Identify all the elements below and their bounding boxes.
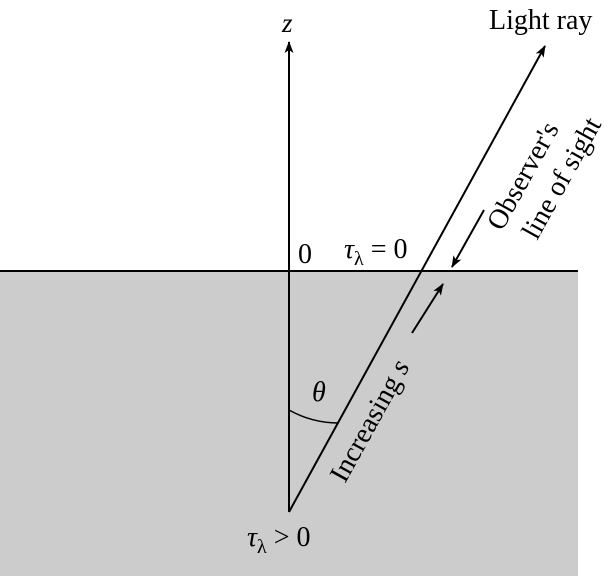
tau-symbol-depth: τ xyxy=(247,522,258,553)
increasing-s-arrow xyxy=(411,283,444,334)
tau-symbol: τ xyxy=(344,234,355,265)
tau-depth-relation: > 0 xyxy=(267,522,311,553)
theta-label: θ xyxy=(312,377,326,408)
light-ray-label: Light ray xyxy=(489,5,592,36)
lambda-subscript: λ xyxy=(354,248,364,270)
tau-surface-relation: = 0 xyxy=(364,234,408,265)
lambda-subscript-depth: λ xyxy=(257,536,267,558)
theta-arc xyxy=(288,409,339,424)
light-ray-line xyxy=(288,45,546,513)
z-axis-label: z xyxy=(281,8,293,38)
tau-depth-label: τλ > 0 xyxy=(247,522,311,558)
tau-surface-label: τλ = 0 xyxy=(344,234,408,270)
line-of-sight-arrow xyxy=(451,209,485,268)
origin-label: 0 xyxy=(298,239,312,270)
